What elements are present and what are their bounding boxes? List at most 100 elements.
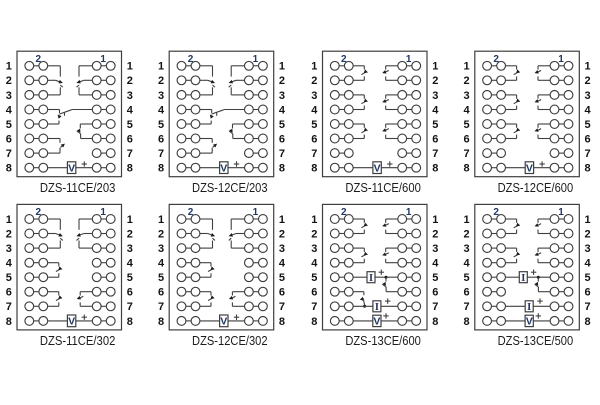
svg-text:6: 6 — [585, 133, 591, 145]
svg-text:4: 4 — [6, 258, 13, 270]
svg-text:4: 4 — [432, 258, 439, 270]
svg-text:4: 4 — [464, 104, 471, 116]
svg-text:2: 2 — [464, 228, 470, 240]
svg-text:DZS-12CE/203: DZS-12CE/203 — [192, 181, 268, 195]
svg-text:6: 6 — [464, 287, 470, 299]
svg-text:6: 6 — [311, 287, 317, 299]
svg-text:5: 5 — [6, 119, 12, 131]
svg-text:DZS-12CE/302: DZS-12CE/302 — [192, 334, 268, 348]
svg-text:3: 3 — [464, 90, 470, 102]
svg-text:6: 6 — [432, 133, 438, 145]
svg-text:7: 7 — [585, 148, 591, 160]
svg-text:8: 8 — [158, 316, 164, 328]
svg-text:4: 4 — [432, 104, 439, 116]
svg-text:1: 1 — [127, 61, 133, 73]
svg-text:2: 2 — [127, 75, 133, 87]
svg-text:7: 7 — [279, 148, 285, 160]
svg-text:6: 6 — [6, 133, 12, 145]
svg-text:2: 2 — [341, 207, 347, 218]
svg-text:1: 1 — [585, 214, 591, 226]
svg-text:7: 7 — [279, 301, 285, 313]
svg-text:1: 1 — [311, 214, 317, 226]
svg-text:3: 3 — [432, 243, 438, 255]
svg-text:7: 7 — [311, 148, 317, 160]
svg-text:7: 7 — [158, 148, 164, 160]
svg-text:8: 8 — [279, 316, 285, 328]
svg-text:4: 4 — [6, 104, 13, 116]
svg-text:V: V — [526, 162, 533, 174]
svg-text:8: 8 — [432, 316, 438, 328]
svg-text:I: I — [369, 273, 373, 284]
svg-text:3: 3 — [464, 243, 470, 255]
svg-text:1: 1 — [558, 54, 564, 65]
svg-text:8: 8 — [127, 163, 133, 175]
svg-text:1: 1 — [279, 214, 285, 226]
svg-text:6: 6 — [432, 287, 438, 299]
svg-text:2: 2 — [432, 75, 438, 87]
svg-text:2: 2 — [127, 228, 133, 240]
svg-text:2: 2 — [36, 54, 42, 65]
svg-text:3: 3 — [311, 90, 317, 102]
svg-text:4: 4 — [311, 258, 318, 270]
svg-text:8: 8 — [311, 163, 317, 175]
svg-text:1: 1 — [406, 207, 412, 218]
svg-text:6: 6 — [158, 287, 164, 299]
svg-text:3: 3 — [158, 90, 164, 102]
svg-text:2: 2 — [188, 207, 194, 218]
svg-text:2: 2 — [6, 228, 12, 240]
svg-text:2: 2 — [158, 228, 164, 240]
svg-text:5: 5 — [311, 119, 317, 131]
svg-text:3: 3 — [158, 243, 164, 255]
svg-text:2: 2 — [36, 207, 42, 218]
svg-text:6: 6 — [127, 133, 133, 145]
svg-text:7: 7 — [432, 148, 438, 160]
svg-text:3: 3 — [6, 90, 12, 102]
svg-text:3: 3 — [279, 243, 285, 255]
svg-text:V: V — [373, 316, 380, 328]
svg-text:5: 5 — [464, 119, 470, 131]
svg-text:1: 1 — [432, 61, 438, 73]
svg-text:2: 2 — [341, 54, 347, 65]
svg-text:6: 6 — [585, 287, 591, 299]
svg-text:7: 7 — [6, 301, 12, 313]
svg-text:4: 4 — [127, 104, 134, 116]
svg-text:1: 1 — [253, 54, 259, 65]
svg-text:8: 8 — [6, 316, 12, 328]
svg-text:2: 2 — [279, 75, 285, 87]
svg-text:I: I — [521, 273, 525, 284]
svg-text:4: 4 — [158, 104, 165, 116]
svg-text:2: 2 — [311, 228, 317, 240]
svg-text:1: 1 — [432, 214, 438, 226]
svg-text:3: 3 — [6, 243, 12, 255]
svg-text:8: 8 — [585, 163, 591, 175]
svg-text:1: 1 — [6, 61, 12, 73]
svg-text:3: 3 — [585, 90, 591, 102]
svg-text:5: 5 — [432, 272, 438, 284]
svg-text:3: 3 — [127, 243, 133, 255]
svg-text:1: 1 — [406, 54, 412, 65]
svg-text:8: 8 — [432, 163, 438, 175]
svg-text:5: 5 — [432, 119, 438, 131]
svg-text:DZS-11CE/600: DZS-11CE/600 — [345, 181, 421, 195]
svg-text:1: 1 — [279, 61, 285, 73]
svg-text:6: 6 — [311, 133, 317, 145]
svg-text:5: 5 — [127, 119, 133, 131]
svg-text:1: 1 — [6, 214, 12, 226]
svg-text:8: 8 — [464, 163, 470, 175]
svg-text:4: 4 — [585, 258, 592, 270]
svg-text:8: 8 — [158, 163, 164, 175]
svg-text:1: 1 — [100, 54, 106, 65]
svg-text:2: 2 — [311, 75, 317, 87]
svg-text:5: 5 — [127, 272, 133, 284]
svg-text:7: 7 — [127, 148, 133, 160]
svg-text:5: 5 — [279, 272, 285, 284]
svg-text:2: 2 — [493, 54, 499, 65]
svg-text:5: 5 — [585, 119, 591, 131]
svg-text:V: V — [526, 316, 533, 328]
svg-text:V: V — [68, 316, 75, 328]
svg-text:6: 6 — [279, 287, 285, 299]
svg-text:2: 2 — [279, 228, 285, 240]
svg-text:6: 6 — [279, 133, 285, 145]
svg-text:1: 1 — [158, 61, 164, 73]
svg-text:DZS-11CE/302: DZS-11CE/302 — [40, 334, 116, 348]
